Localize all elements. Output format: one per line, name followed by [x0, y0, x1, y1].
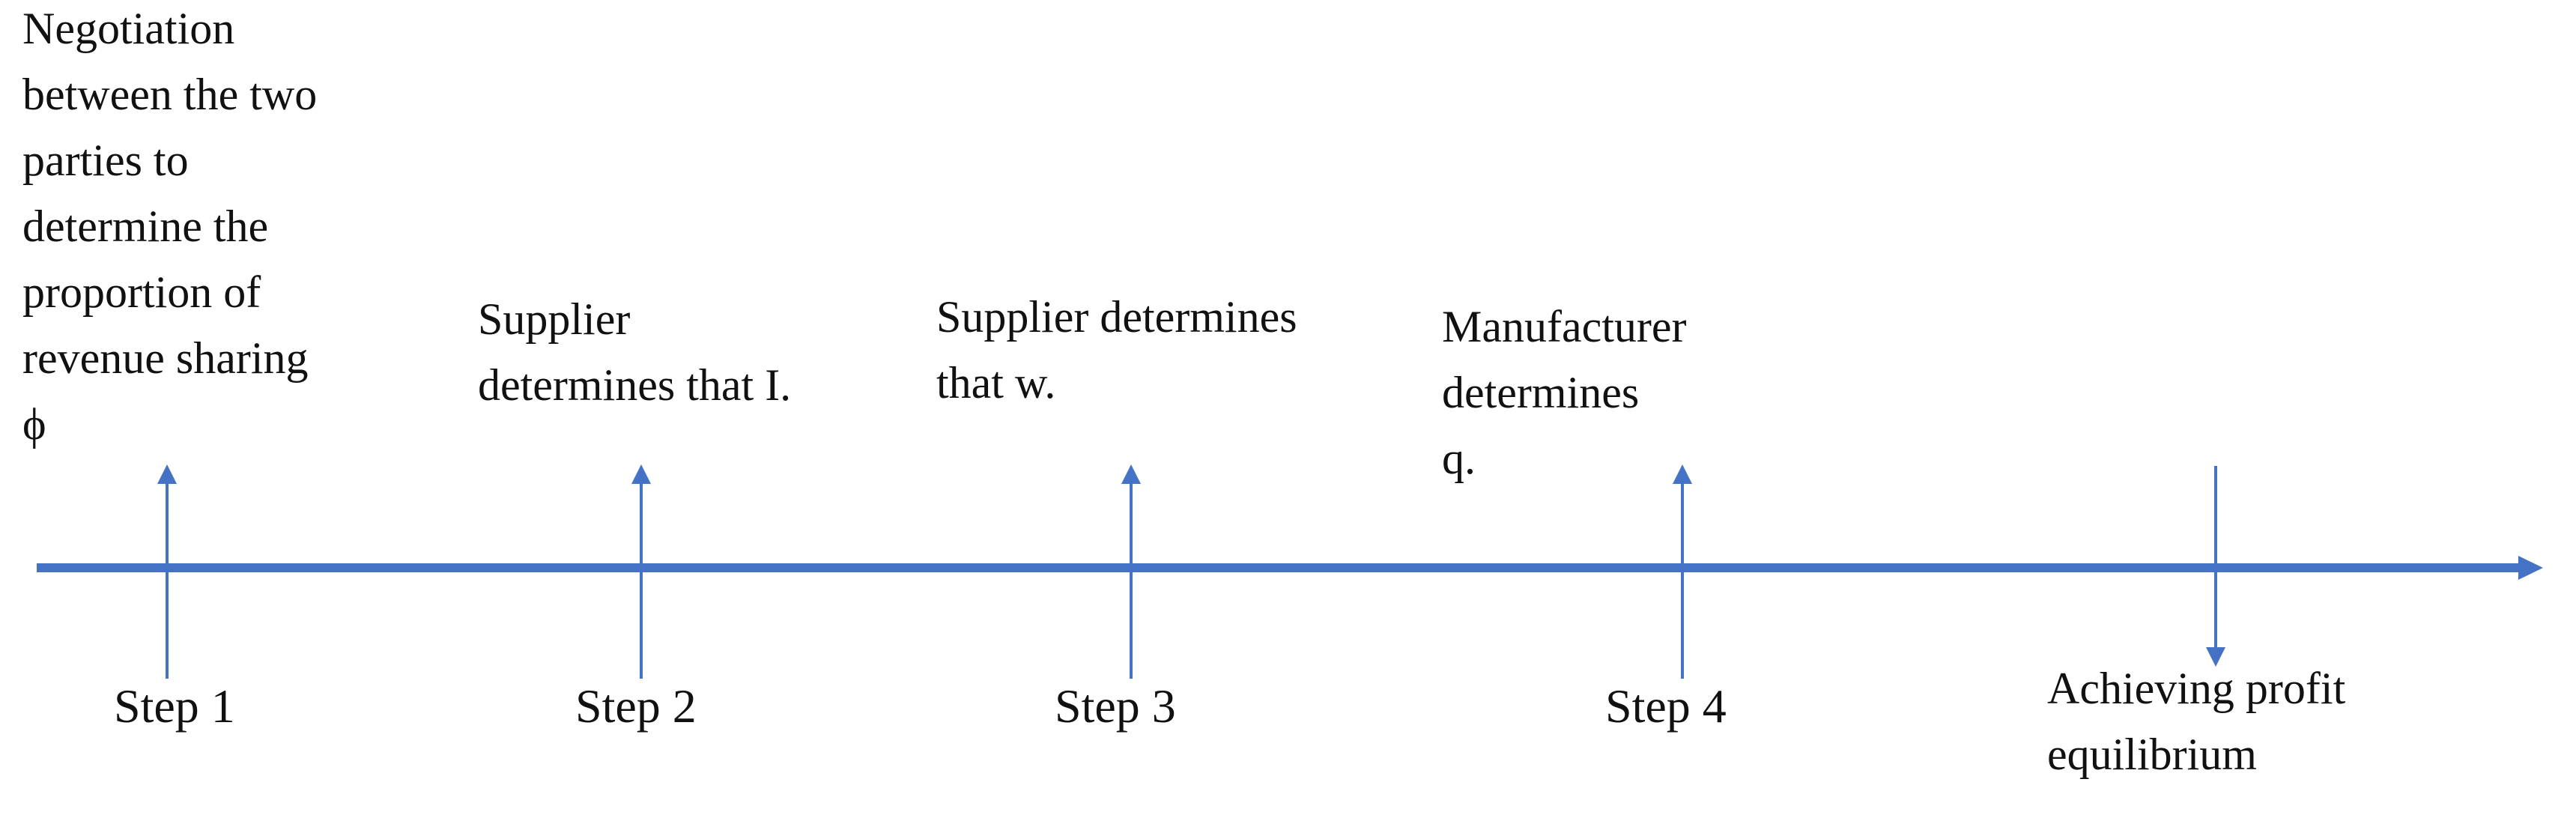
timeline-axis	[37, 563, 2519, 572]
up-arrow-icon	[1121, 464, 1141, 484]
up-arrow-icon	[1673, 464, 1692, 484]
step4-marker-line	[1681, 482, 1684, 679]
step-label-2: Step 2	[575, 679, 697, 733]
right-arrow-icon	[2518, 556, 2543, 580]
step3-marker-line	[1130, 482, 1133, 679]
step-label-1: Step 1	[114, 679, 235, 733]
step-label-4: Step 4	[1605, 679, 1727, 733]
end-marker-line	[2214, 466, 2217, 649]
annotation-step3-description: Supplier determines that w.	[936, 292, 1297, 408]
up-arrow-icon	[631, 464, 651, 484]
annotation-step2-description: Supplier determines that I.	[478, 294, 792, 410]
annotation-step1-description: Negotiation between the two parties to d…	[22, 4, 318, 449]
step1-marker-line	[166, 482, 169, 679]
step-label-3: Step 3	[1055, 679, 1176, 733]
step2-marker-line	[640, 482, 643, 679]
annotation-end-description: Achieving profit equilibrium	[2047, 664, 2346, 779]
annotation-step4-description: Manufacturer determines q.	[1442, 302, 1687, 483]
up-arrow-icon	[157, 464, 177, 484]
down-arrow-icon	[2206, 647, 2225, 667]
